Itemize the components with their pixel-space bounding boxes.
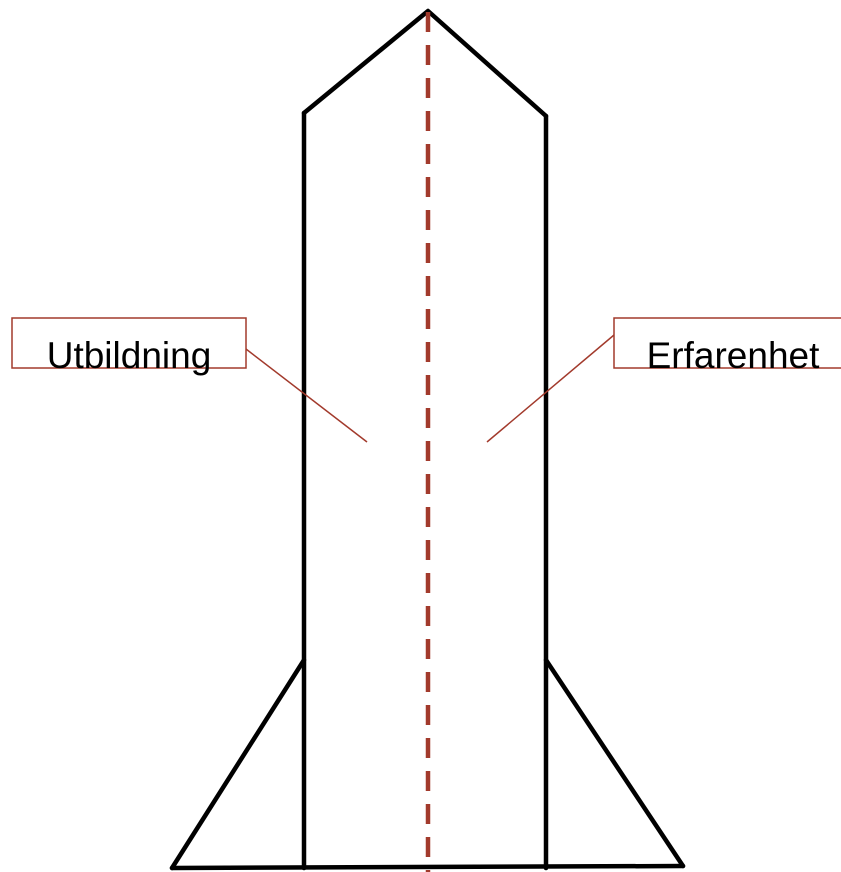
callout-right-box <box>613 317 841 369</box>
callout-right-label: Erfarenhet <box>647 335 820 376</box>
callout-left-label: Utbildning <box>47 335 212 376</box>
rocket-outline <box>169 8 686 871</box>
callout-left: Utbildning <box>11 317 368 443</box>
rocket-left-fin <box>169 657 307 871</box>
callout-left-leader-line <box>245 348 368 443</box>
callout-right-leader-line <box>486 334 615 443</box>
callout-right: Erfarenhet <box>486 317 841 443</box>
rocket-nose-cone <box>301 8 549 119</box>
callout-left-box <box>11 317 247 369</box>
rocket-right-fin <box>543 657 686 869</box>
rocket-base-line <box>169 863 686 871</box>
